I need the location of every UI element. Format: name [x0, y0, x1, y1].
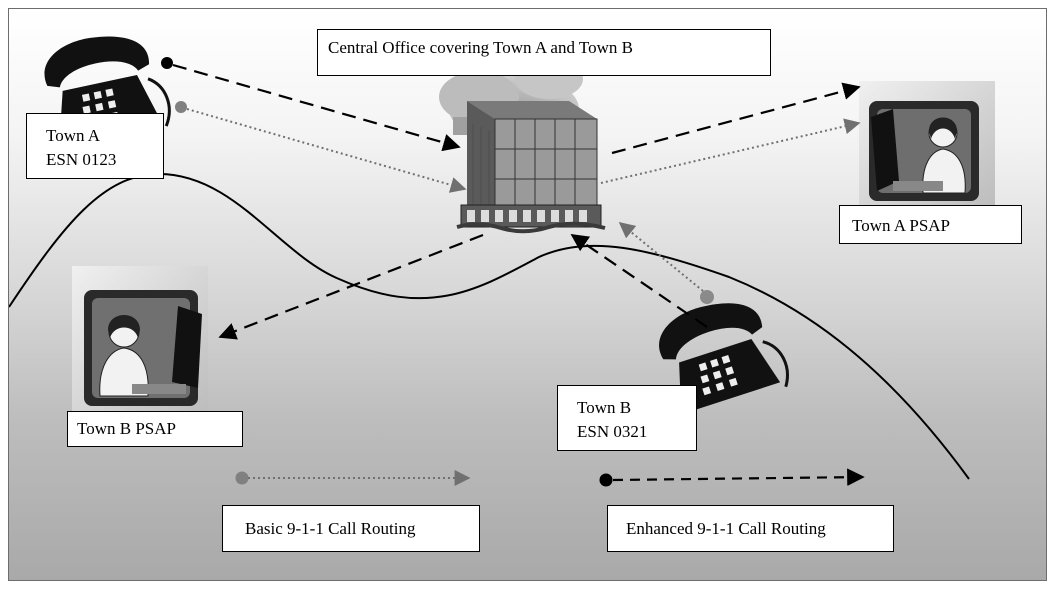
town-a-esn: ESN 0123 [46, 150, 117, 169]
central-office-label: Central Office covering Town A and Town … [317, 29, 771, 76]
office-enhanced-route-to-town-a-psap [611, 82, 861, 155]
town-a-basic-route-to-office [186, 108, 467, 193]
town-a-name: Town A [46, 126, 101, 145]
town-a-psap-dispatcher-icon [859, 81, 995, 205]
office-basic-route-to-town-a-psap [600, 118, 861, 184]
town-a-label: Town A ESN 0123 [26, 113, 164, 179]
town-a-psap-label: Town A PSAP [839, 205, 1022, 244]
diagram-canvas: Central Office covering Town A and Town … [8, 8, 1047, 581]
town-b-basic-origin-dot [700, 290, 714, 304]
legend-basic-sample [235, 470, 471, 486]
legend-enhanced-sample [599, 468, 865, 487]
office-enhanced-route-to-town-b-psap [218, 233, 484, 340]
town-b-label: Town B ESN 0321 [557, 385, 697, 451]
town-b-telephone-icon [659, 303, 789, 415]
town-b-esn: ESN 0321 [577, 422, 648, 441]
basic-routes [175, 101, 861, 304]
town-a-basic-origin-dot [175, 101, 187, 113]
town-b-psap-label: Town B PSAP [67, 411, 243, 447]
town-b-psap-dispatcher-icon [72, 266, 208, 412]
legend-basic-label: Basic 9-1-1 Call Routing [222, 505, 480, 552]
legend-enhanced-label: Enhanced 9-1-1 Call Routing [607, 505, 894, 552]
central-office-building-icon [439, 59, 606, 234]
town-a-enhanced-route-to-office [172, 63, 461, 152]
town-b-enhanced-route-to-office [570, 234, 708, 328]
diagram-drawing [9, 36, 995, 487]
enhanced-routes [161, 57, 861, 340]
town-a-enhanced-origin-dot [161, 57, 173, 69]
town-b-name: Town B [577, 398, 632, 417]
